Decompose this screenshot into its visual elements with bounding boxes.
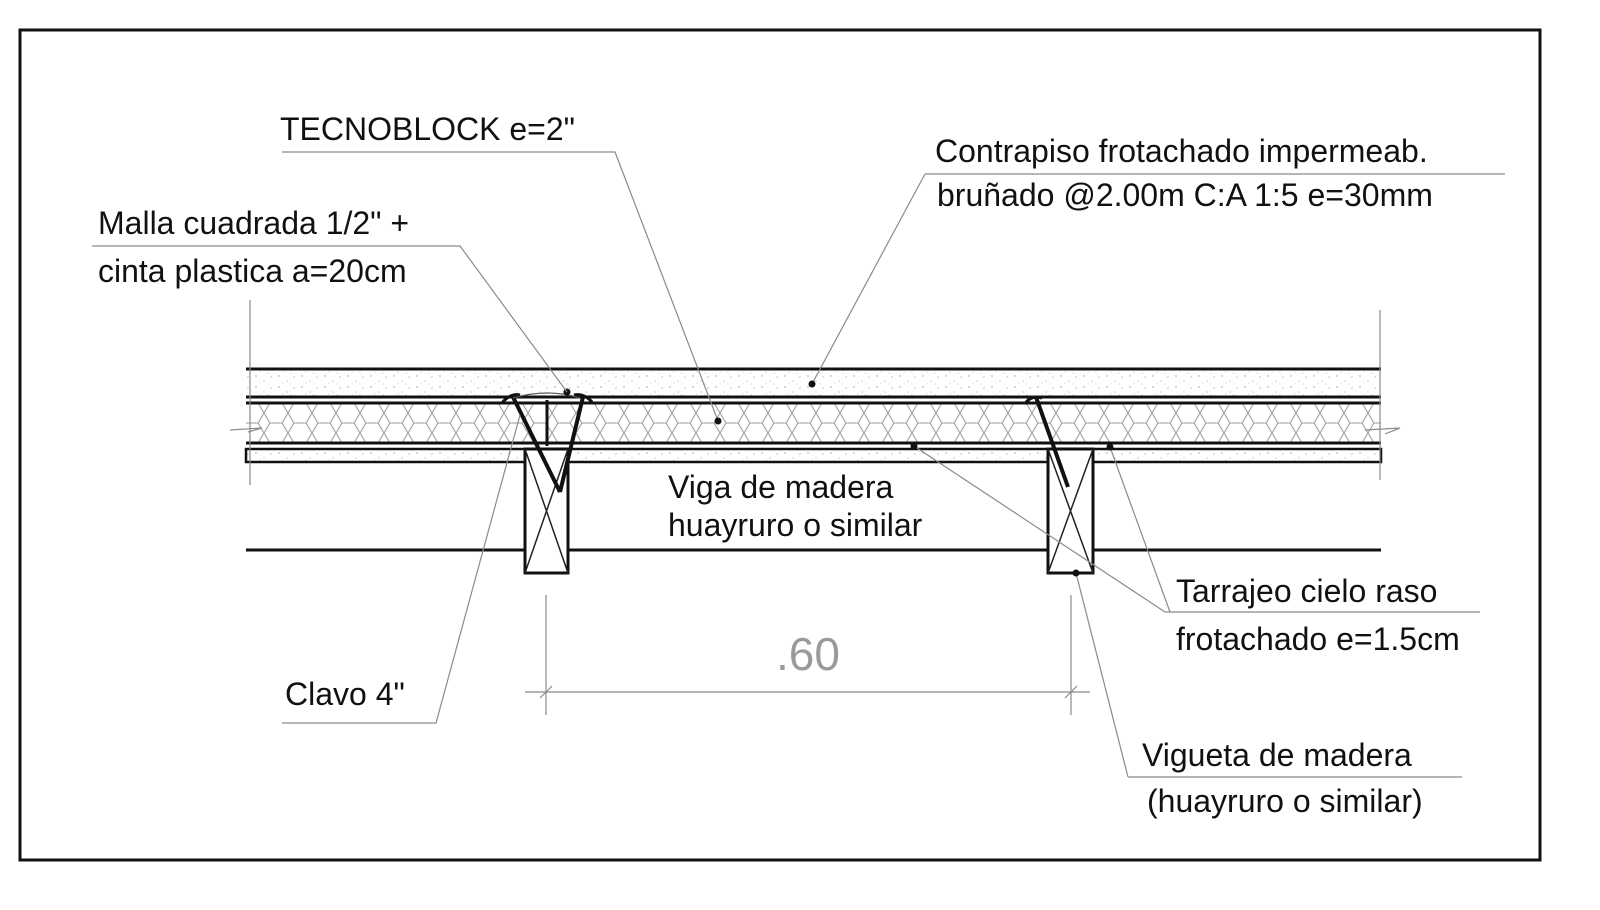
label-tecnoblock: TECNOBLOCK e=2" bbox=[280, 111, 575, 147]
leaders bbox=[92, 151, 1505, 778]
tarrajeo-layer bbox=[244, 447, 1383, 464]
drawing-border bbox=[18, 28, 1542, 862]
contrapiso-layer bbox=[246, 367, 1381, 399]
nail-icon bbox=[1023, 395, 1070, 488]
label-contrapiso-1: Contrapiso frotachado impermeab. bbox=[935, 133, 1428, 169]
label-viga-2: huayruro o similar bbox=[668, 507, 923, 543]
tecnoblock-layer bbox=[246, 401, 1381, 445]
dimension-line bbox=[525, 595, 1090, 715]
joist-right bbox=[1046, 447, 1095, 575]
break-mark-left bbox=[229, 427, 263, 433]
label-vigueta-2: (huayruro o similar) bbox=[1147, 783, 1423, 819]
label-malla-2: cinta plastica a=20cm bbox=[98, 253, 407, 289]
label-contrapiso-2: bruñado @2.00m C:A 1:5 e=30mm bbox=[937, 177, 1433, 213]
label-tarrajeo-1: Tarrajeo cielo raso bbox=[1176, 573, 1437, 609]
label-vigueta-1: Vigueta de madera bbox=[1142, 737, 1412, 773]
label-tarrajeo-2: frotachado e=1.5cm bbox=[1176, 621, 1460, 657]
joist-left bbox=[523, 447, 570, 575]
dimension-value: .60 bbox=[776, 628, 840, 680]
nail-icon bbox=[500, 388, 594, 493]
label-malla-1: Malla cuadrada 1/2" + bbox=[98, 205, 409, 241]
label-viga-1: Viga de madera bbox=[668, 469, 894, 505]
break-mark-right bbox=[1364, 427, 1401, 435]
label-clavo: Clavo 4" bbox=[285, 676, 405, 712]
